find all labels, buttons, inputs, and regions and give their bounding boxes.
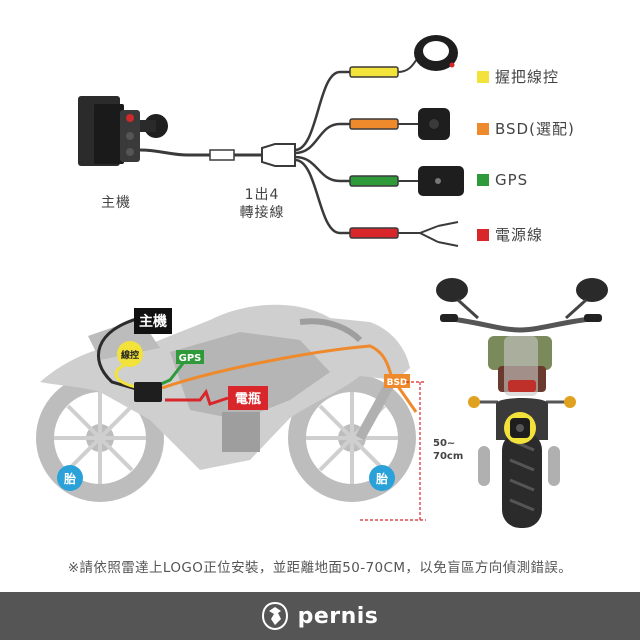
legend-item-bsd: BSD(選配) <box>477 118 575 139</box>
height-label-2: 70cm <box>433 451 463 462</box>
legend-label-power: 電源線 <box>495 226 544 244</box>
bsd-tag <box>384 374 410 388</box>
legend-item-gps: GPS <box>477 171 528 189</box>
legend-swatch-orange <box>477 122 489 135</box>
power-lead-ends <box>437 221 459 247</box>
gps-module-device <box>418 166 464 196</box>
legend-swatch-red <box>477 228 489 241</box>
brand[interactable]: pernis <box>261 601 379 631</box>
legend-label-remote: 握把線控 <box>495 68 560 86</box>
gps-tag-label: GPS <box>179 353 202 364</box>
motorcycle-side-view <box>36 304 416 502</box>
splitter-label-line2: 轉接線 <box>239 205 285 221</box>
battery-tag <box>228 386 268 410</box>
installation-note: ※請依照雷達上LOGO正位安裝，並距離地面50-70CM，以免盲區方向偵測錯誤。 <box>67 560 573 576</box>
legend-label-gps: GPS <box>495 171 529 189</box>
legend-swatch-yellow <box>477 70 489 83</box>
rear-tire-tag-label: 胎 <box>64 471 76 486</box>
remote-tag <box>117 341 143 367</box>
front-tire-tag-label: 胎 <box>376 471 388 486</box>
rear-tire-tag <box>57 465 83 491</box>
splitter-label-line1: 1出4 <box>244 187 280 203</box>
main-unit-tag <box>134 308 172 334</box>
main-unit-tag-label: 主機 <box>139 313 167 330</box>
footer-bar: pernis <box>0 592 640 640</box>
splitter-label: 1出4 轉接線 <box>232 186 292 222</box>
front-tire-tag <box>369 465 395 491</box>
battery-tag-label: 電瓶 <box>235 391 261 407</box>
gps-tag <box>176 350 204 364</box>
legend-item-remote: 握把線控 <box>477 66 559 87</box>
bsd-tag-label: BSD <box>387 378 408 388</box>
legend-item-power: 電源線 <box>477 224 543 245</box>
main-unit-device <box>78 96 168 166</box>
remote-tag-label: 線控 <box>121 349 139 361</box>
legend-swatch-green <box>477 174 489 186</box>
handlebar-remote-device <box>414 35 458 71</box>
brand-name: pernis <box>297 603 379 629</box>
pernis-logo-icon <box>261 601 288 631</box>
motorcycle-rear-view <box>436 278 608 528</box>
height-measure-line <box>360 381 426 521</box>
main-unit-label: 主機 <box>101 195 131 211</box>
legend-label-bsd: BSD(選配) <box>495 120 575 138</box>
height-label-1: 50~ <box>433 438 455 449</box>
bsd-sensor-device <box>418 108 450 140</box>
